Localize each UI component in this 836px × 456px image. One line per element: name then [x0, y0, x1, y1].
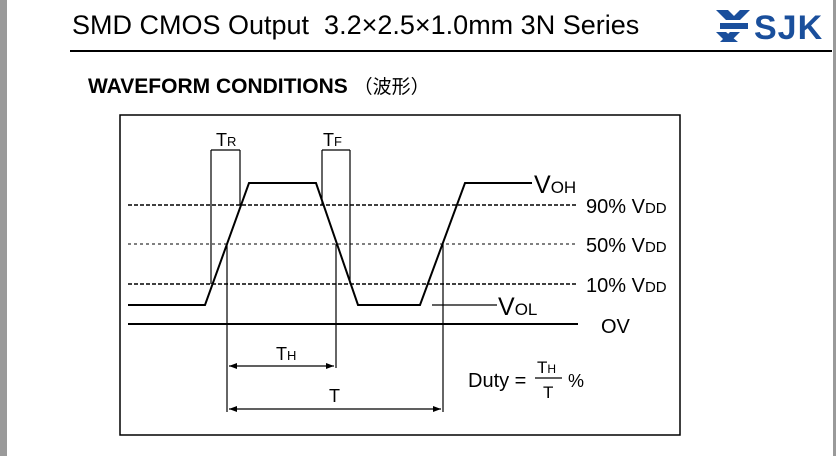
duty-numerator: TH [537, 358, 556, 377]
logo-mark-icon [716, 10, 750, 42]
duty-suffix: % [568, 371, 584, 391]
level-90-label: 90% VDD [586, 196, 667, 218]
duty-prefix: Duty = [468, 370, 526, 392]
th-arrow-right [326, 363, 334, 369]
tf-label: TF [323, 130, 342, 150]
th-arrow-left [229, 363, 237, 369]
level-10-label: 10% VDD [586, 275, 667, 297]
diagram-frame [119, 114, 681, 436]
duty-denominator: T [543, 383, 553, 402]
t-arrow-left [229, 406, 237, 412]
document-title: SMD CMOS Output 3.2×2.5×1.0mm 3N Series [72, 10, 640, 40]
th-label: TH [276, 344, 296, 364]
section-title: WAVEFORM CONDITIONS （波形） [88, 72, 430, 99]
page-right-border [833, 0, 836, 456]
voh-label: VOH [534, 171, 576, 199]
t-arrow-right [433, 406, 441, 412]
logo-text: SJK [754, 9, 823, 46]
tr-label: TR [216, 130, 236, 150]
section-title-text: WAVEFORM CONDITIONS [88, 75, 348, 98]
sjk-logo: SJK [716, 9, 823, 46]
level-50-label: 50% VDD [586, 235, 667, 257]
header-rule [70, 50, 832, 52]
page-left-border [0, 0, 7, 456]
section-subtitle: （波形） [353, 76, 430, 98]
waveform-trace [128, 182, 522, 306]
vol-label: VOL [498, 293, 537, 321]
zero-level-label: OV [601, 316, 631, 338]
t-label: T [329, 386, 340, 406]
